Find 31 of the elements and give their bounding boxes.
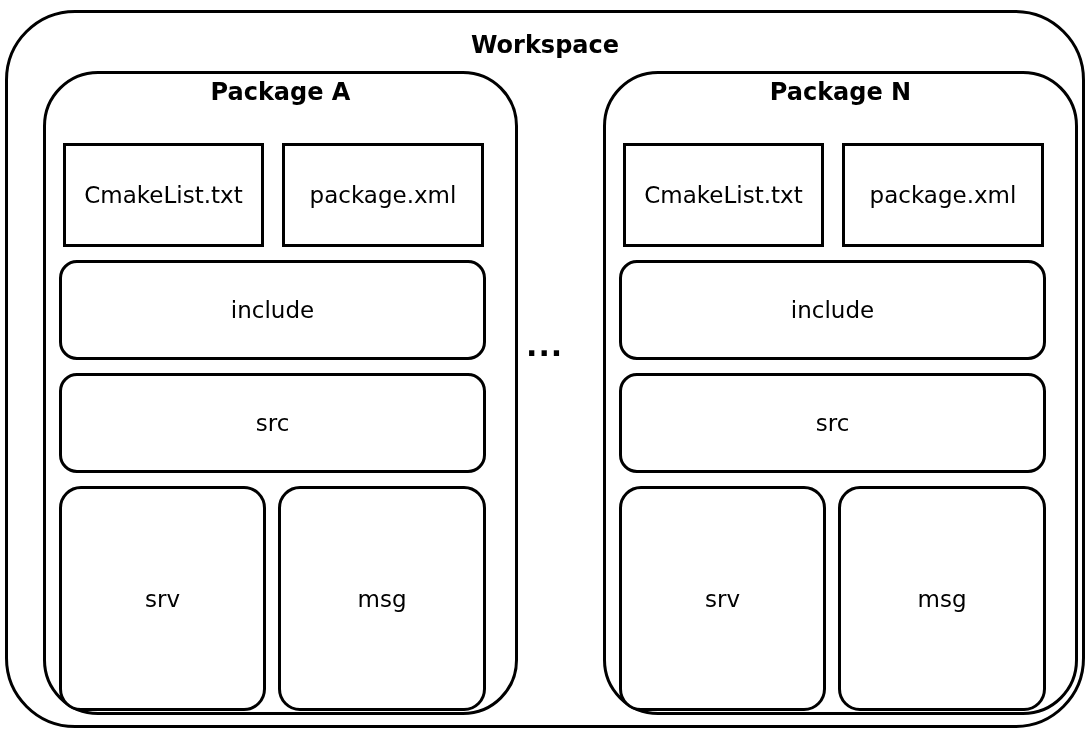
folder-box [838,486,1046,711]
frame-title: Package A [210,78,351,106]
file-box [623,143,824,247]
folder-box [59,260,486,360]
folder-box [59,373,486,473]
file-box [842,143,1044,247]
workspace-frame [5,10,1085,728]
item-label: msg [917,585,967,612]
folder-box [619,260,1046,360]
item-label: src [815,410,850,436]
folder-box [619,373,1046,473]
item-label: srv [144,585,181,612]
item-label: include [790,297,875,323]
ellipsis: ... [526,328,564,363]
item-label: package.xml [309,182,457,208]
frame-title: Workspace [470,31,620,59]
folder-box [278,486,486,711]
file-box [63,143,264,247]
folder-box [59,486,266,711]
item-label: package.xml [869,182,1017,208]
item-label: srv [704,585,741,612]
item-label: msg [357,585,407,612]
frame-title: Package N [769,78,912,106]
folder-box [619,486,826,711]
package-frame [43,71,518,715]
item-label: CmakeList.txt [84,182,243,208]
file-box [282,143,484,247]
item-label: include [230,297,315,323]
item-label: src [255,410,290,436]
item-label: CmakeList.txt [644,182,803,208]
package-frame [603,71,1078,715]
